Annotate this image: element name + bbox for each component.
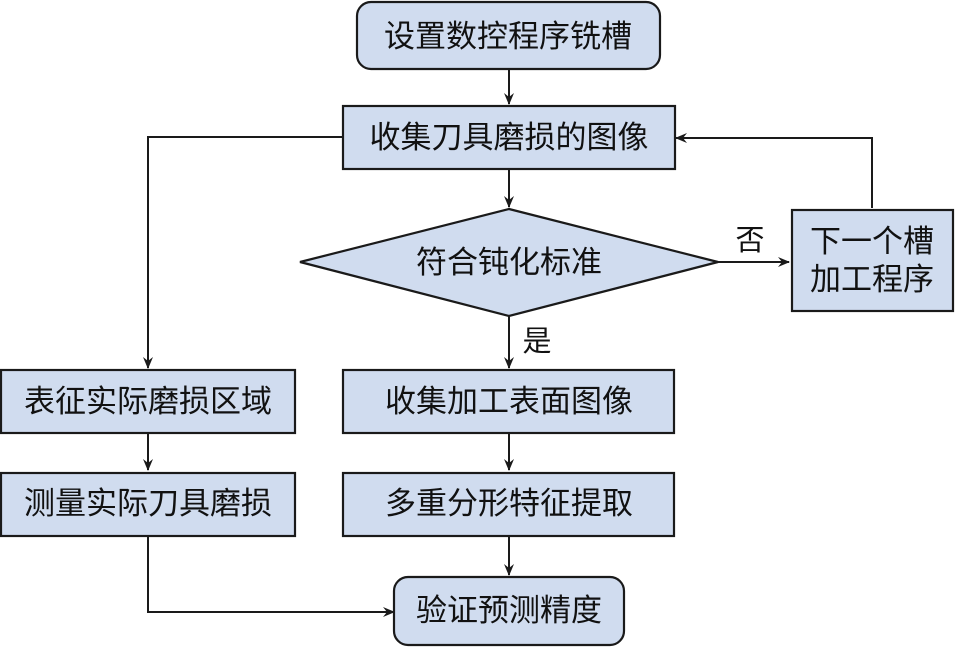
edge-measure-to-verify bbox=[147, 536, 395, 617]
edge-label-yes: 是 bbox=[522, 324, 551, 358]
node-collect-tool-images bbox=[341, 104, 677, 171]
node-start-label: 设置数控程序铣槽 bbox=[384, 19, 632, 55]
node-multifractal bbox=[341, 471, 676, 538]
node-measure-wear bbox=[0, 471, 297, 538]
node-decision bbox=[299, 207, 719, 318]
edge-collect-to-characterize bbox=[143, 136, 343, 369]
node-next-slot-label-line1: 下一个槽 bbox=[810, 224, 934, 260]
node-characterize-wear-label: 表征实际磨损区域 bbox=[24, 384, 272, 420]
node-verify-label: 验证预测精度 bbox=[416, 593, 602, 629]
node-characterize-wear bbox=[0, 368, 297, 435]
node-multifractal-label: 多重分形特征提取 bbox=[385, 486, 633, 522]
node-next-slot-label-line2: 加工程序 bbox=[810, 262, 934, 298]
node-collect-surface-images-label: 收集加工表面图像 bbox=[385, 384, 633, 420]
node-next-slot bbox=[790, 208, 955, 313]
node-collect-surface-images bbox=[341, 368, 676, 435]
node-verify bbox=[392, 575, 626, 647]
node-measure-wear-label: 测量实际刀具磨损 bbox=[24, 486, 272, 522]
edge-label-no: 否 bbox=[735, 223, 764, 257]
node-collect-tool-images-label: 收集刀具磨损的图像 bbox=[370, 120, 649, 156]
node-start bbox=[355, 0, 662, 71]
node-decision-label: 符合钝化标准 bbox=[416, 245, 602, 281]
edge-next-to-collect bbox=[675, 133, 873, 208]
